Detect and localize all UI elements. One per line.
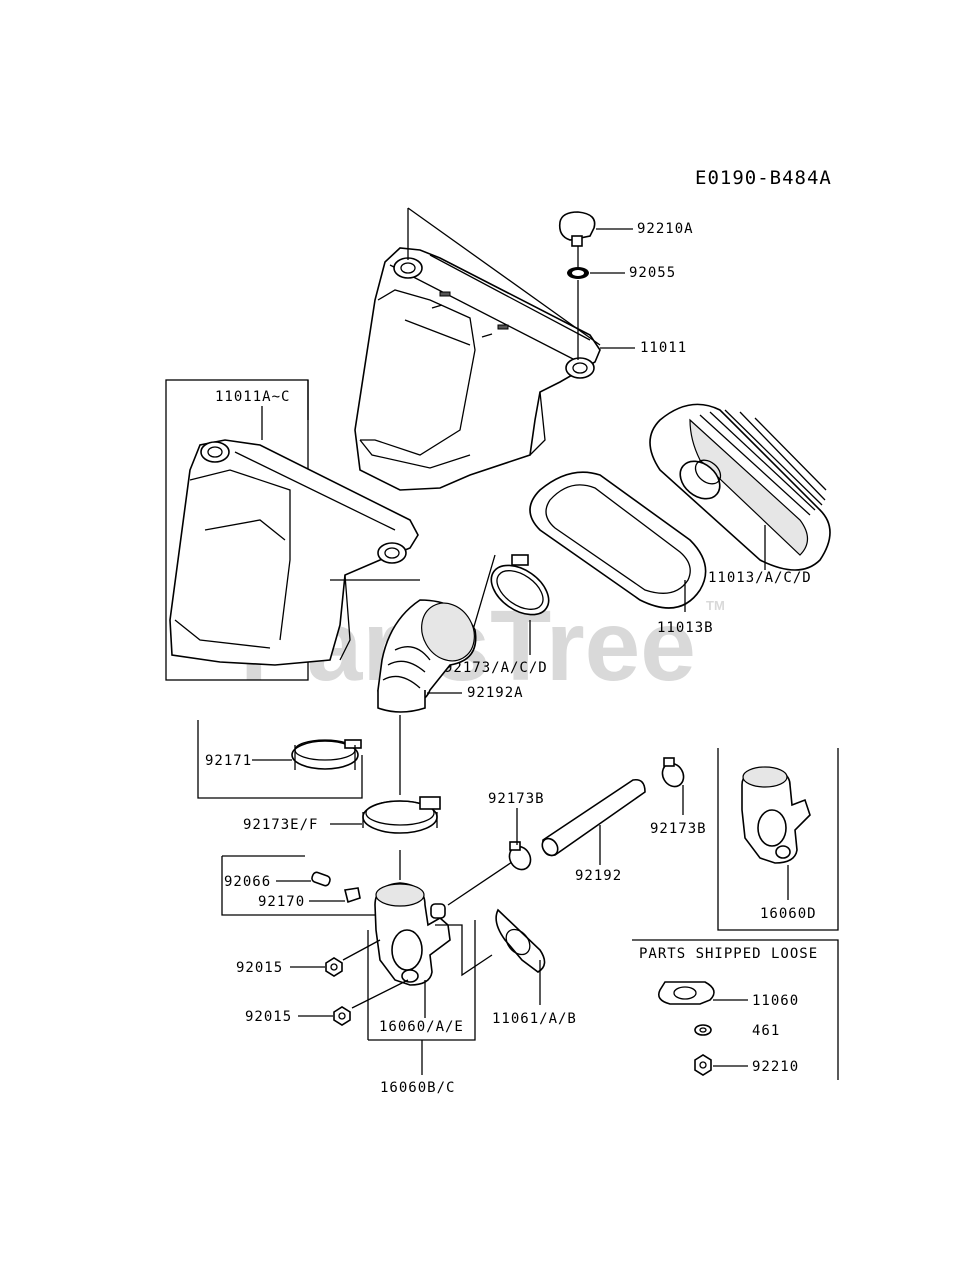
part-92173B-clamp-left[interactable] <box>505 841 534 873</box>
part-11011-cover[interactable] <box>354 247 601 491</box>
label-92210A: 92210A <box>637 221 694 237</box>
label-92015-lower: 92015 <box>245 1009 292 1025</box>
part-461-washer[interactable] <box>694 1024 712 1036</box>
box-92171 <box>197 720 363 799</box>
part-92173EF-clamp[interactable] <box>362 796 441 834</box>
part-92173B-clamp-right[interactable] <box>658 757 687 790</box>
part-92210-nut[interactable] <box>694 1054 712 1076</box>
label-11011AC: 11011A~C <box>215 389 290 405</box>
watermark-tm: TM <box>706 598 725 613</box>
label-92210: 92210 <box>752 1059 799 1075</box>
part-92066-pin[interactable] <box>311 871 331 887</box>
part-16060AE-housing[interactable] <box>374 882 451 986</box>
box-92066 <box>221 855 410 916</box>
part-11013ACD-filter[interactable] <box>649 403 831 571</box>
part-11013B-precleaner[interactable] <box>529 471 707 609</box>
diagram-code: E0190-B484A <box>695 167 832 189</box>
label-92173EF: 92173E/F <box>243 817 318 833</box>
part-92170-clip[interactable] <box>344 887 361 904</box>
label-92055: 92055 <box>629 265 676 281</box>
part-92173ACD-clamp[interactable] <box>482 554 557 625</box>
part-92171-clamp[interactable] <box>291 739 362 770</box>
label-92173B-left: 92173B <box>488 791 545 807</box>
axis-11061 <box>435 924 493 977</box>
box-16060D <box>717 748 839 931</box>
label-11060: 11060 <box>752 993 799 1009</box>
box-16060AE <box>368 920 476 1041</box>
label-11011: 11011 <box>640 340 687 356</box>
label-16060AE: 16060/A/E <box>379 1019 464 1035</box>
label-461: 461 <box>752 1023 780 1039</box>
part-11061AB-gasket[interactable] <box>495 908 546 973</box>
label-92066: 92066 <box>224 874 271 890</box>
part-11060-gasket[interactable] <box>657 981 715 1005</box>
part-92192A-elbow[interactable] <box>377 594 485 713</box>
label-92192: 92192 <box>575 868 622 884</box>
axis-92173ACD <box>469 554 496 641</box>
part-92192-hose[interactable] <box>539 778 646 859</box>
label-11013ACD: 11013/A/C/D <box>708 570 812 586</box>
label-92173B-right: 92173B <box>650 821 707 837</box>
box-loose <box>632 939 839 1080</box>
leader-11011-diag <box>407 207 601 346</box>
part-92015-bolt-upper[interactable] <box>325 957 343 977</box>
label-92192A: 92192A <box>467 685 524 701</box>
label-11013B: 11013B <box>657 620 714 636</box>
axis-92192-left <box>447 859 516 906</box>
axis-92015-upper <box>342 939 381 961</box>
label-92173ACD: 92173/A/C/D <box>444 660 548 676</box>
part-92210A-wing-nut[interactable] <box>558 211 596 247</box>
label-92015-upper: 92015 <box>236 960 283 976</box>
label-16060BC: 16060B/C <box>380 1080 455 1096</box>
part-92015-bolt-lower[interactable] <box>333 1006 351 1026</box>
loose-section-title: PARTS SHIPPED LOOSE <box>639 946 818 962</box>
axis-92015-lower <box>351 979 409 1009</box>
label-16060D: 16060D <box>760 906 817 922</box>
label-92170: 92170 <box>258 894 305 910</box>
label-11061AB: 11061/A/B <box>492 1011 577 1027</box>
label-92171: 92171 <box>205 753 252 769</box>
part-92055-washer[interactable] <box>567 267 589 279</box>
part-11011AC-cover[interactable] <box>169 439 419 666</box>
part-16060D-housing[interactable] <box>741 766 811 864</box>
